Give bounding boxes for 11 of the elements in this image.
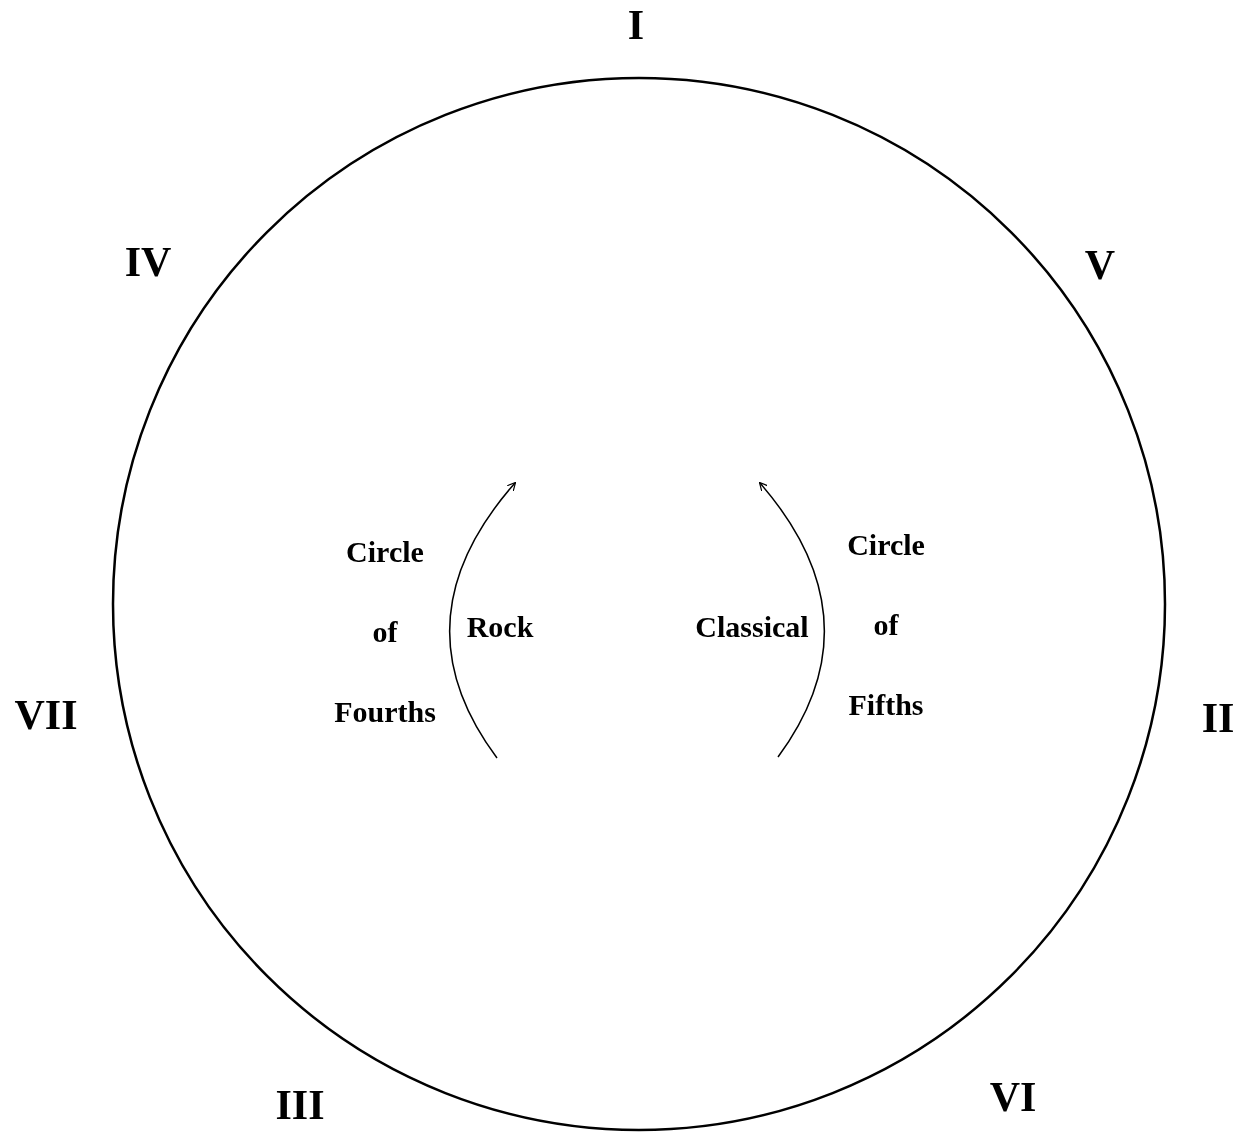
roman-numeral: VI: [989, 1076, 1037, 1118]
direction-label: Circle of Fourths: [334, 534, 436, 730]
roman-numeral: VII: [14, 694, 78, 736]
direction-label: Circle of Fifths: [847, 527, 925, 723]
roman-numeral: II: [1201, 697, 1235, 739]
genre-label: Classical: [695, 612, 809, 642]
roman-numeral: IV: [124, 241, 172, 283]
roman-numeral: I: [627, 4, 645, 46]
roman-numeral: III: [275, 1084, 325, 1126]
genre-label: Rock: [466, 612, 534, 642]
roman-numeral: V: [1084, 244, 1116, 286]
